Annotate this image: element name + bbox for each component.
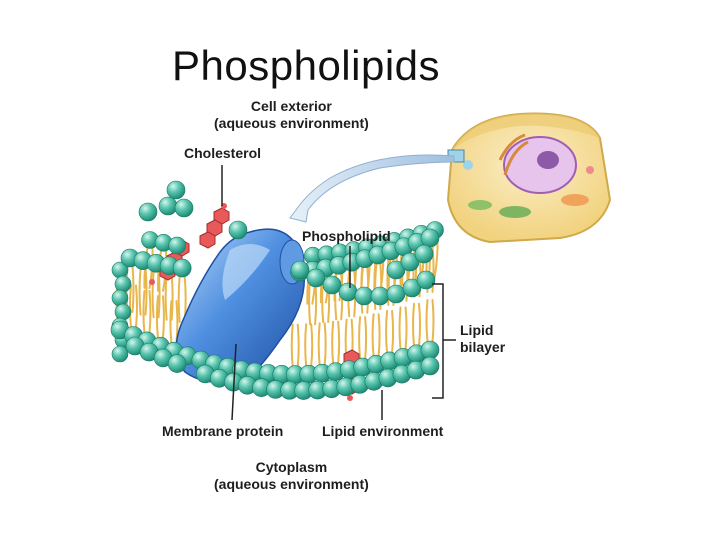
phospholipid-head xyxy=(338,282,358,302)
phospholipid-head xyxy=(386,284,406,304)
phospholipid-tail xyxy=(128,284,132,329)
phospholipid-tail xyxy=(138,267,142,316)
phospholipid-tail xyxy=(155,295,159,340)
zoom-arrow xyxy=(289,154,455,223)
phospholipid-head xyxy=(166,180,186,200)
phospholipid-head xyxy=(420,356,440,376)
lipid-bilayer-label: Lipid bilayer xyxy=(460,322,505,356)
phospholipid-head xyxy=(306,268,326,288)
phospholipid-head xyxy=(172,258,192,278)
phospholipid-tail xyxy=(164,272,168,321)
phospholipid-tail xyxy=(323,322,327,367)
phospholipid-head xyxy=(290,260,310,280)
phospholipid-head xyxy=(167,354,187,373)
phospholipid-tail xyxy=(418,302,422,347)
phospholipid-head xyxy=(174,198,194,218)
phospholipid-tail xyxy=(177,275,181,324)
membrane-protein-label: Membrane protein xyxy=(162,423,284,439)
phospholipid-head xyxy=(370,286,390,306)
phospholipid-head xyxy=(420,228,440,248)
phospholipid-tail xyxy=(431,299,435,343)
phospholipid-head xyxy=(402,278,422,298)
phospholipid-head xyxy=(114,275,132,293)
phospholipid-tail xyxy=(151,270,155,319)
lipid-heads xyxy=(110,180,444,400)
lipid-bilayer-line1: Lipid xyxy=(460,322,494,338)
cell-illustration xyxy=(446,112,612,244)
phospholipid-tail xyxy=(385,309,389,354)
phospholipid-tail xyxy=(386,257,390,306)
phospholipid-head xyxy=(114,303,132,321)
lipid-bilayer-line2: bilayer xyxy=(460,339,506,355)
cell-exterior-label: Cell exterior (aqueous environment) xyxy=(214,98,369,132)
phospholipid-tail xyxy=(431,245,435,293)
phospholipid-tail xyxy=(134,284,138,329)
phospholipid-tail xyxy=(170,272,174,321)
phospholipid-tail xyxy=(412,302,416,347)
phospholipid-tail xyxy=(296,323,300,368)
phospholipid-tail xyxy=(364,316,368,361)
phospholipid-tail xyxy=(290,323,294,368)
phospholipid-tail xyxy=(358,316,362,361)
phospholipid-tail xyxy=(373,261,377,310)
phospholipid-tail xyxy=(377,313,381,358)
phospholipid-head xyxy=(111,345,129,363)
phospholipid-head xyxy=(420,340,440,360)
cell-exterior-title: Cell exterior xyxy=(250,98,332,114)
cytoplasm-title: Cytoplasm xyxy=(255,459,328,475)
lipid-environment-label: Lipid environment xyxy=(322,423,444,439)
phospholipid-tail xyxy=(317,322,321,367)
phospholipid-tail xyxy=(404,306,408,351)
phospholipid-tail xyxy=(157,270,161,319)
phospholipid-head xyxy=(111,289,129,307)
cell-exterior-subtitle: (aqueous environment) xyxy=(214,115,369,131)
phospholipid-head xyxy=(400,252,420,272)
phospholipid-head xyxy=(386,260,406,280)
phospholipid-head xyxy=(416,270,436,290)
phospholipid-head xyxy=(414,244,434,264)
phospholipid-tail xyxy=(161,295,165,340)
phospholipid-head xyxy=(354,286,374,306)
phospholipid-tail xyxy=(142,289,146,334)
phospholipid-head xyxy=(168,236,186,255)
cytoplasm-label: Cytoplasm (aqueous environment) xyxy=(214,459,369,493)
phospholipid-head xyxy=(138,202,158,222)
phospholipid-tail xyxy=(304,323,308,368)
phospholipid-tail xyxy=(371,313,375,358)
phospholipid-tail xyxy=(148,289,152,334)
cytoplasm-subtitle: (aqueous environment) xyxy=(214,476,369,492)
cholesterol-label: Cholesterol xyxy=(184,145,262,161)
phospholipid-label: Phospholipid xyxy=(302,228,391,244)
phospholipid-tail xyxy=(425,299,429,343)
phospholipid-head xyxy=(322,275,342,295)
phospholipid-tail xyxy=(398,306,402,351)
phospholipid-tail xyxy=(169,300,173,345)
phospholipid-tail xyxy=(308,277,312,326)
phospholipid-tail xyxy=(131,265,135,313)
phospholipid-head xyxy=(158,196,178,216)
phospholipid-head xyxy=(228,220,248,240)
phospholipid-tail xyxy=(144,267,148,316)
phospholipid-tail xyxy=(337,320,341,365)
phospholipid-tail xyxy=(391,309,395,354)
leader-lines xyxy=(221,165,456,421)
slide-title: Phospholipids xyxy=(172,42,441,89)
phospholipid-tail xyxy=(310,323,314,368)
phospholipid-tail xyxy=(331,320,335,365)
bilayer-bracket xyxy=(432,283,444,399)
